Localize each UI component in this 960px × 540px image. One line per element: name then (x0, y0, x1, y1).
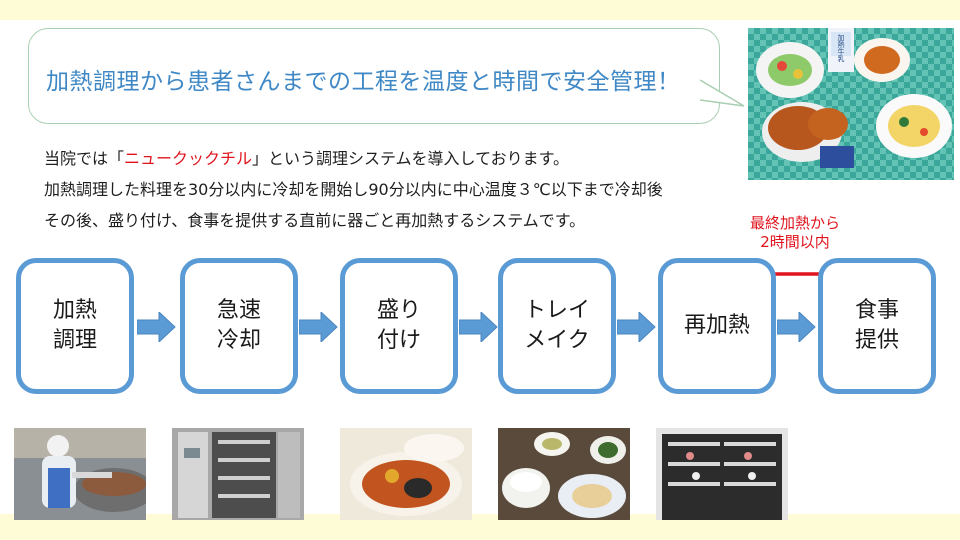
photo-meal-tray (498, 428, 630, 520)
system-name-highlight: ニュークックチル (124, 149, 253, 168)
reheat-time-note: 最終加熱から 2時間以内 (720, 214, 870, 252)
step-plating: 盛り 付け (340, 258, 458, 394)
reheat-note-line-2: 2時間以内 (760, 233, 830, 251)
step-label-line-2: メイク (524, 328, 590, 353)
title-bubble (28, 28, 720, 124)
step-rapid-cooling: 急速 冷却 (180, 258, 298, 394)
step-label-line-1: 盛り (376, 298, 421, 323)
flow-arrow-icon (459, 312, 498, 342)
step-label-line-2: 冷却 (216, 328, 261, 353)
intro-line-2: 加熱調理した料理を30分以内に冷却を開始し90分以内に中心温度３℃以下まで冷却後 (44, 180, 663, 199)
milk-carton-label: 加熱牛乳 (837, 33, 845, 62)
step-label-line-1: 加熱 (52, 298, 97, 323)
step-meal-service: 食事 提供 (818, 258, 936, 394)
intro-line-3: その後、盛り付け、食事を提供する直前に器ごと再加熱するシステムです。 (44, 211, 586, 230)
step-label-line-2: 付け (376, 328, 421, 353)
top-band (0, 0, 960, 20)
step-label-line-1: 急速 (216, 298, 261, 323)
step-label-line-2: 提供 (854, 328, 899, 353)
reheat-note-line-1: 最終加熱から (749, 214, 840, 232)
meal-tray-photo: 加熱牛乳 (748, 28, 954, 180)
flow-arrow-icon (137, 312, 176, 342)
step-reheat: 再加熱 (658, 258, 776, 394)
photo-cooking-staff (14, 428, 146, 520)
intro-line-1-after: 」という調理システムを導入しております。 (252, 149, 569, 168)
step-label-line-1: 食事 (854, 298, 899, 323)
photo-plated-dish (340, 428, 472, 520)
flow-arrow-icon (777, 312, 816, 342)
flow-arrow-icon (299, 312, 338, 342)
intro-line-1-before: 当院では「 (44, 149, 125, 168)
step-label-line-2: 調理 (52, 328, 97, 353)
page-title: 加熱調理から患者さんまでの工程を温度と時間で安全管理！ (46, 69, 681, 95)
bottom-band (0, 514, 960, 540)
bubble-tail (700, 79, 745, 107)
flow-arrow-icon (617, 312, 656, 342)
photo-reheating-cart (656, 428, 788, 520)
intro-line-1: 当院では「ニュークックチル」という調理システムを導入しております。 (44, 145, 569, 169)
step-cooking: 加熱 調理 (16, 258, 134, 394)
step-label-line-1: トレイ (523, 298, 590, 323)
photo-blast-chiller (172, 428, 304, 520)
step-label-line-1: 再加熱 (683, 313, 750, 338)
step-tray-make: トレイ メイク (498, 258, 616, 394)
